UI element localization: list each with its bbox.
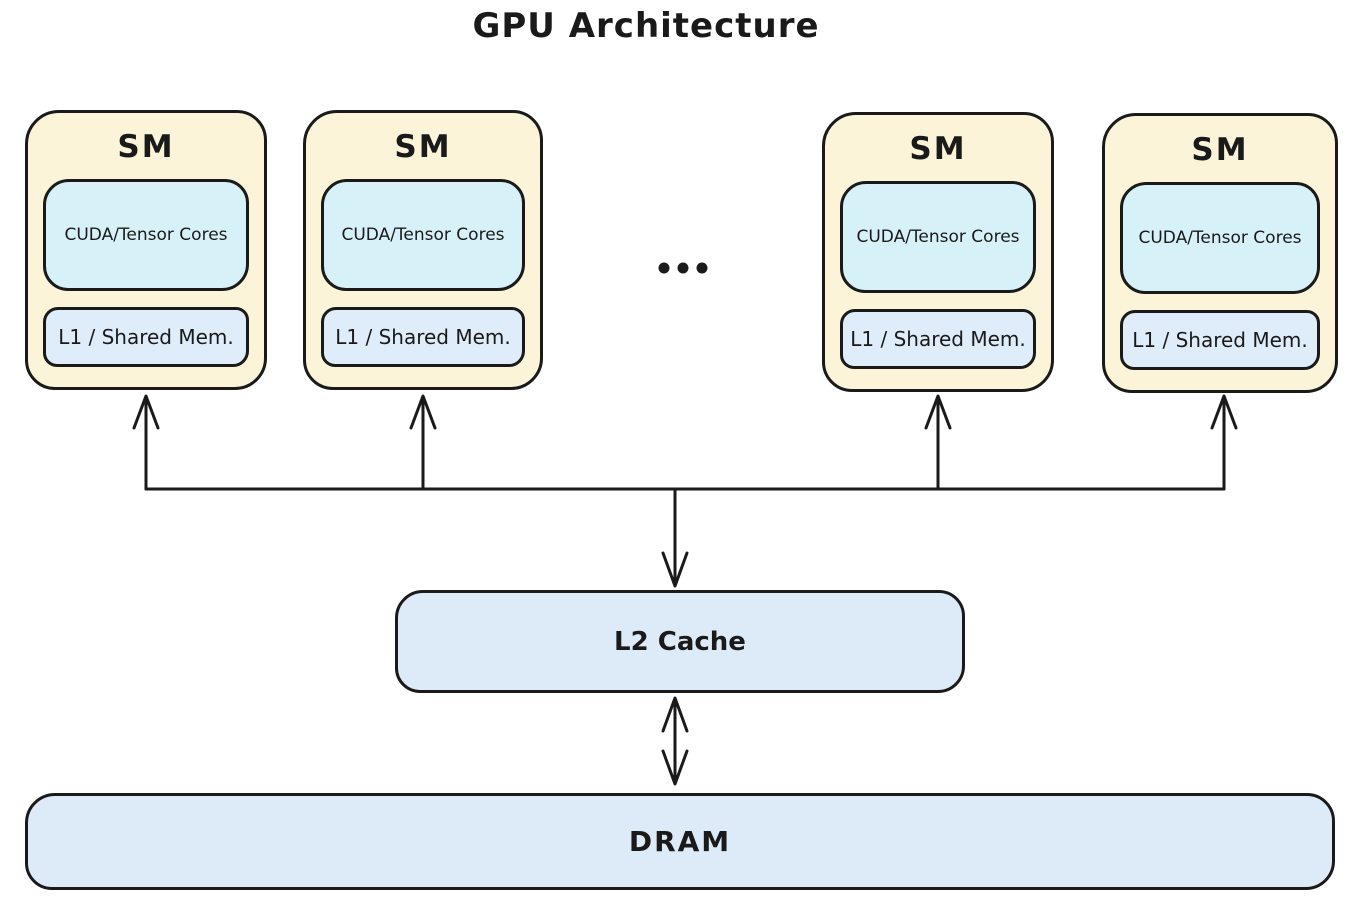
cuda-tensor-cores-label: CUDA/Tensor Cores bbox=[856, 227, 1020, 247]
cuda-tensor-cores-box: CUDA/Tensor Cores bbox=[43, 179, 249, 291]
arrowhead-down-icon bbox=[661, 551, 689, 588]
cuda-tensor-cores-label: CUDA/Tensor Cores bbox=[341, 225, 505, 245]
arrowhead-down-icon bbox=[661, 749, 689, 786]
l1-shared-mem-box: L1 / Shared Mem. bbox=[321, 307, 525, 367]
sm-block-1: SM CUDA/Tensor Cores L1 / Shared Mem. bbox=[25, 110, 267, 390]
arrowhead-up-icon bbox=[409, 394, 437, 430]
l1-shared-mem-label: L1 / Shared Mem. bbox=[1132, 328, 1308, 352]
sm-block-2: SM CUDA/Tensor Cores L1 / Shared Mem. bbox=[303, 110, 543, 390]
dot-icon bbox=[677, 262, 689, 274]
l2-cache-label: L2 Cache bbox=[614, 626, 746, 657]
sm-block-3: SM CUDA/Tensor Cores L1 / Shared Mem. bbox=[822, 112, 1054, 392]
sm-block-4: SM CUDA/Tensor Cores L1 / Shared Mem. bbox=[1102, 113, 1338, 393]
dot-icon bbox=[658, 262, 670, 274]
dot-icon bbox=[696, 262, 708, 274]
l1-shared-mem-box: L1 / Shared Mem. bbox=[1120, 310, 1320, 370]
arrowhead-up-icon bbox=[924, 394, 952, 430]
l2-cache-box: L2 Cache bbox=[395, 590, 965, 693]
diagram-title: GPU Architecture bbox=[472, 6, 820, 46]
l1-shared-mem-box: L1 / Shared Mem. bbox=[840, 309, 1036, 369]
cuda-tensor-cores-box: CUDA/Tensor Cores bbox=[321, 179, 525, 291]
sm-label: SM bbox=[117, 129, 175, 165]
arrowhead-up-icon bbox=[1210, 394, 1238, 430]
arrowhead-up-icon bbox=[132, 394, 160, 430]
sm-label: SM bbox=[909, 131, 967, 167]
l1-shared-mem-label: L1 / Shared Mem. bbox=[850, 327, 1026, 351]
l1-shared-mem-box: L1 / Shared Mem. bbox=[43, 307, 249, 367]
l1-shared-mem-label: L1 / Shared Mem. bbox=[335, 325, 511, 349]
sm-label: SM bbox=[1191, 132, 1249, 168]
cuda-tensor-cores-label: CUDA/Tensor Cores bbox=[64, 225, 228, 245]
dram-label: DRAM bbox=[628, 825, 732, 858]
arrowhead-up-icon bbox=[661, 696, 689, 733]
cuda-tensor-cores-box: CUDA/Tensor Cores bbox=[840, 181, 1036, 293]
dram-box: DRAM bbox=[25, 793, 1335, 890]
cuda-tensor-cores-label: CUDA/Tensor Cores bbox=[1138, 228, 1302, 248]
sm-label: SM bbox=[394, 129, 452, 165]
cuda-tensor-cores-box: CUDA/Tensor Cores bbox=[1120, 182, 1320, 294]
l1-shared-mem-label: L1 / Shared Mem. bbox=[58, 325, 234, 349]
ellipsis-dots: ... bbox=[658, 262, 708, 274]
